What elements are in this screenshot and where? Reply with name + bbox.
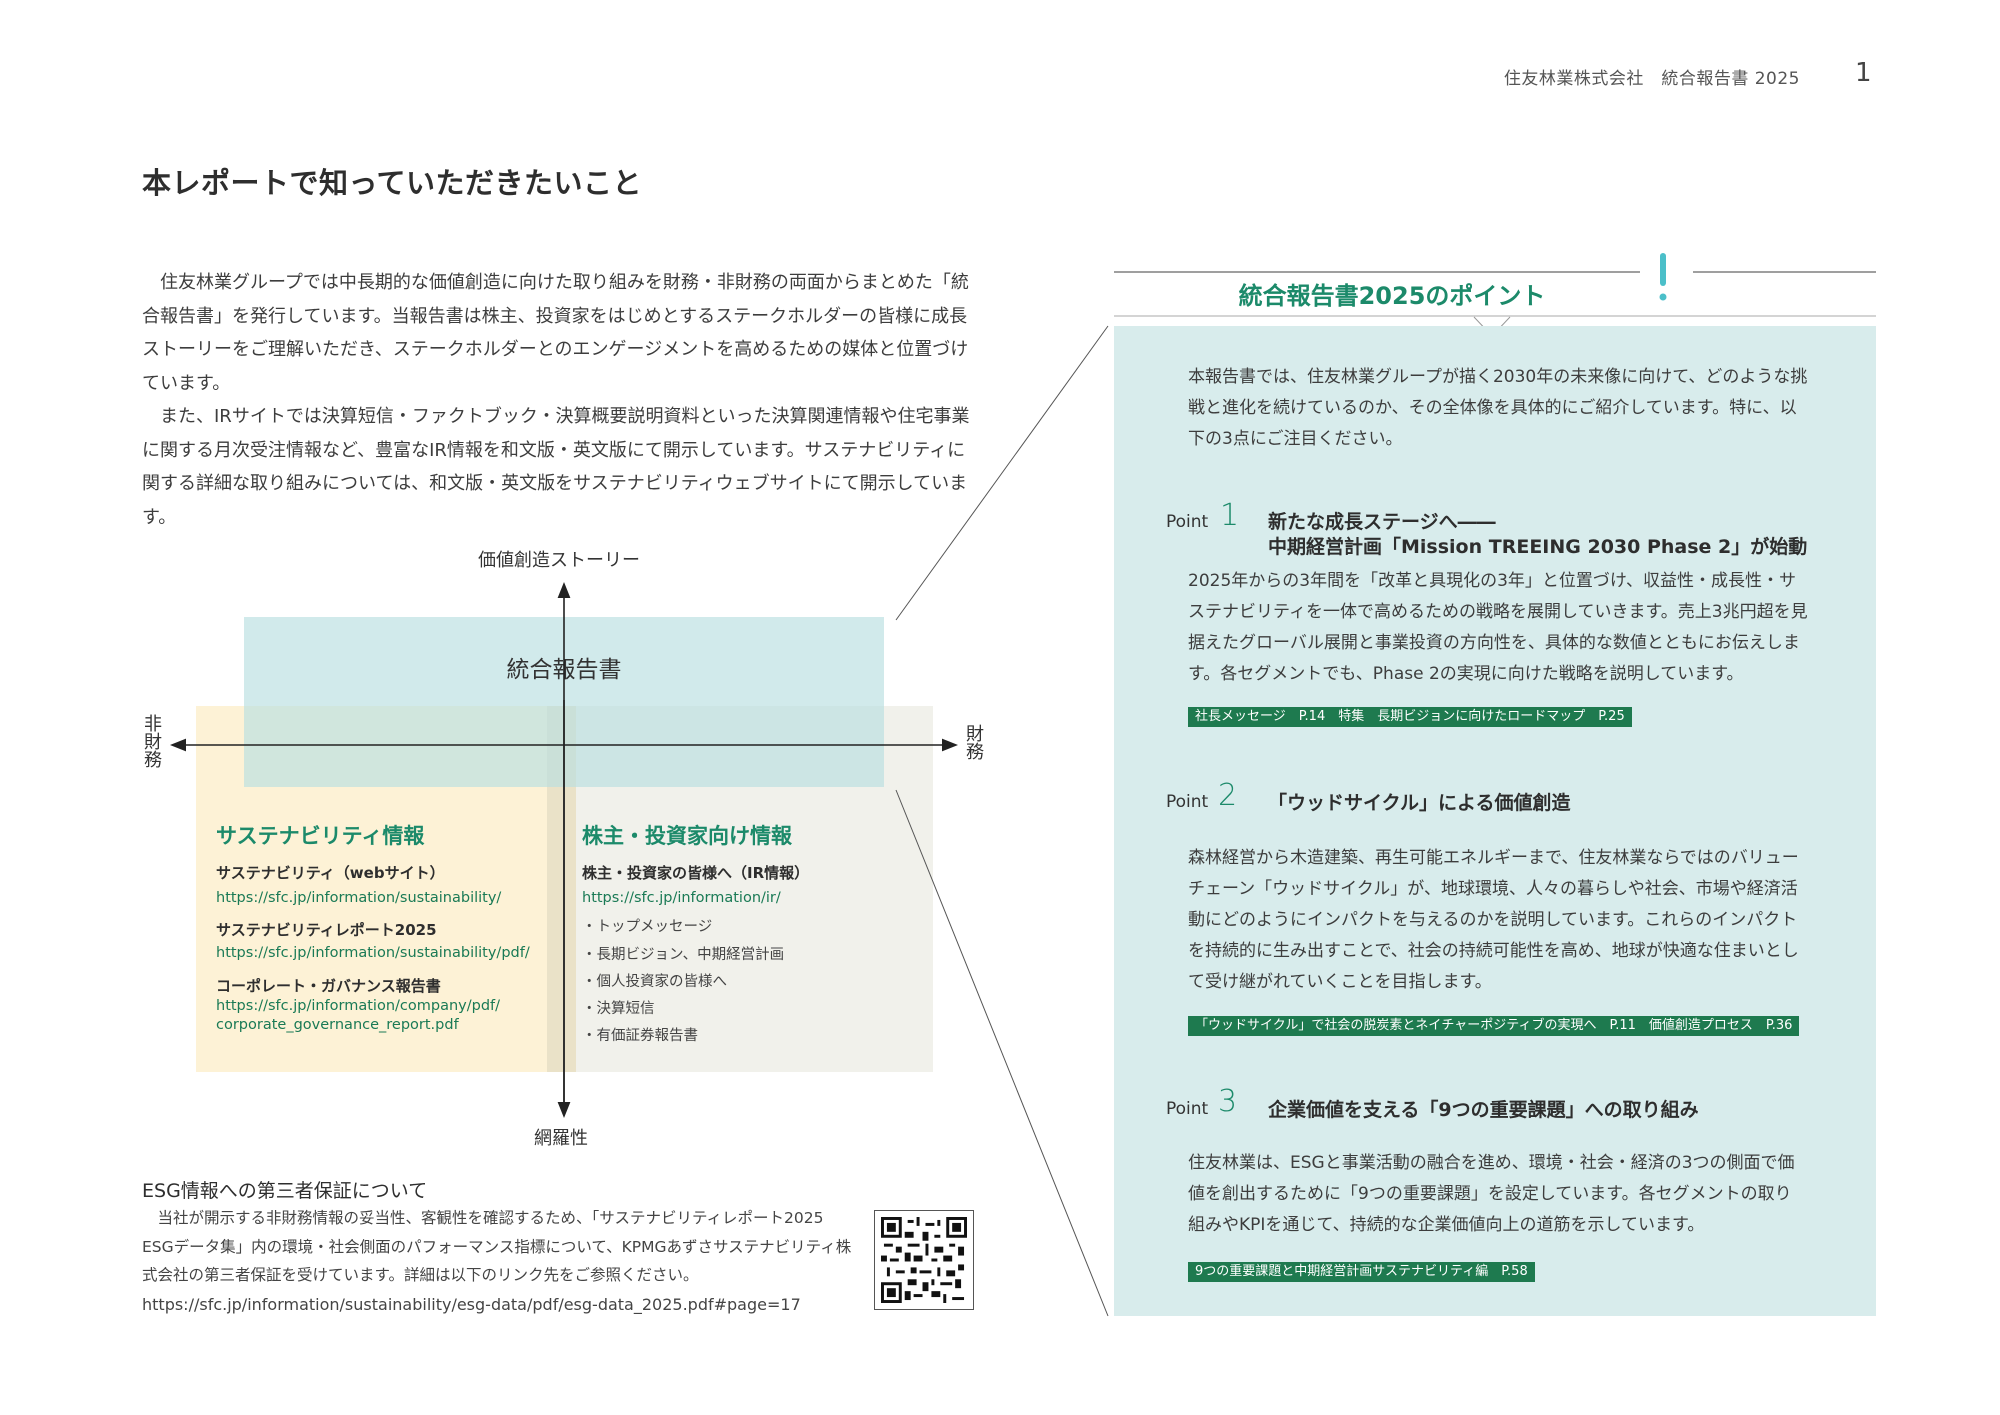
point-3-body: 住友林業は、ESGと事業活動の融合を進め、環境・社会・経済の3つの側面で価値を創…	[1188, 1153, 1795, 1235]
ir-bullet-long-term-vision: ・長期ビジョン、中期経営計画	[582, 947, 785, 963]
point-1-body: 2025年からの3年間を「改革と具現化の3年」と位置づけ、収益性・成長性・サステ…	[1188, 571, 1808, 684]
point-2-heading: 「ウッドサイクル」による価値創造	[1268, 792, 1571, 814]
point-1-heading-1: 新たな成長ステージへ――	[1268, 511, 1496, 533]
esg-data-url[interactable]: https://sfc.jp/information/sustainabilit…	[142, 1295, 801, 1314]
ir-info-url[interactable]: https://sfc.jp/information/ir/	[582, 890, 781, 906]
governance-report-label: コーポレート・ガバナンス報告書	[216, 977, 441, 995]
esg-assurance-title: ESG情報への第三者保証について	[142, 1180, 428, 1202]
point-1-heading-2: 中期経営計画「Mission TREEING 2030 Phase 2」が始動	[1268, 536, 1808, 558]
sustainability-web-url[interactable]: https://sfc.jp/information/sustainabilit…	[216, 890, 502, 906]
investor-info-title: 株主・投資家向け情報	[582, 824, 792, 848]
point-1-page-tag[interactable]: 社長メッセージ P.14 特集 長期ビジョンに向けたロードマップ P.25	[1188, 707, 1632, 727]
ir-bullet-top-message: ・トップメッセージ	[582, 919, 713, 935]
point-1-number: 1	[1220, 498, 1240, 533]
point-2-body: 森林経営から木造建築、再生可能エネルギーまで、住友林業ならではのバリューチェーン…	[1188, 848, 1799, 992]
ir-bullet-securities-report: ・有価証券報告書	[582, 1028, 698, 1044]
sustainability-report-url[interactable]: https://sfc.jp/information/sustainabilit…	[216, 945, 530, 961]
points-panel	[1114, 326, 1876, 1316]
point-3-page-tag[interactable]: 9つの重要課題と中期経営計画サステナビリティ編 P.58	[1188, 1262, 1535, 1282]
points-panel-title: 統合報告書2025のポイント	[1238, 282, 1546, 310]
governance-report-url[interactable]: https://sfc.jp/information/company/pdf/ …	[216, 997, 500, 1035]
point-3-label: Point	[1166, 1099, 1209, 1119]
point-2-label: Point	[1166, 792, 1209, 812]
ir-bullet-earnings-summary: ・決算短信	[582, 1001, 655, 1017]
integrated-report-box	[244, 617, 884, 787]
qr-code[interactable]	[874, 1210, 974, 1310]
point-2-number: 2	[1218, 778, 1238, 813]
governance-report-url-line-2: corporate_governance_report.pdf	[216, 1017, 459, 1033]
header-report-title: 住友林業株式会社 統合報告書 2025	[1503, 69, 1800, 89]
sustainability-report-label: サステナビリティレポート2025	[216, 921, 437, 939]
sustainability-web-label: サステナビリティ（webサイト）	[216, 864, 445, 882]
qr-code-image	[881, 1217, 967, 1303]
ir-bullet-individual-investors: ・個人投資家の皆様へ	[582, 974, 727, 990]
point-1-label: Point	[1166, 512, 1209, 532]
sustainability-info-title: サステナビリティ情報	[216, 824, 425, 848]
axis-right-label: 財務	[963, 724, 984, 760]
intro-paragraph-2: また、IRサイトでは決算短信・ファクトブック・決算概要説明資料といった決算関連情…	[142, 406, 970, 528]
governance-report-url-line-1: https://sfc.jp/information/company/pdf/	[216, 998, 501, 1014]
point-3-number: 3	[1218, 1084, 1238, 1119]
axis-top-label: 価値創造ストーリー	[478, 550, 640, 571]
page-title: 本レポートで知っていただきたいこと	[142, 166, 643, 200]
intro-text: 住友林業グループでは中長期的な価値創造に向けた取り組みを財務・非財務の両面からま…	[142, 266, 982, 534]
intro-paragraph-1: 住友林業グループでは中長期的な価値創造に向けた取り組みを財務・非財務の両面からま…	[142, 272, 969, 394]
point-2-page-tag[interactable]: 「ウッドサイクル」で社会の脱炭素とネイチャーポジティブの実現へ P.11 価値創…	[1188, 1016, 1800, 1036]
integrated-report-label: 統合報告書	[506, 657, 622, 683]
axis-bottom-label: 網羅性	[534, 1128, 588, 1149]
axis-left-label: 非財務	[141, 714, 162, 768]
points-panel-intro: 本報告書では、住友林業グループが描く2030年の未来像に向けて、どのような挑戦と…	[1188, 367, 1808, 449]
point-3-heading: 企業価値を支える「9つの重要課題」への取り組み	[1268, 1099, 1699, 1121]
esg-assurance-text: 当社が開示する非財務情報の妥当性、客観性を確認するため、「サステナビリティレポー…	[142, 1209, 852, 1284]
page-number: 1	[1855, 58, 1872, 88]
ir-info-label: 株主・投資家の皆様へ（IR情報）	[582, 864, 810, 882]
esg-assurance-body: 当社が開示する非財務情報の妥当性、客観性を確認するため、「サステナビリティレポー…	[142, 1204, 854, 1290]
